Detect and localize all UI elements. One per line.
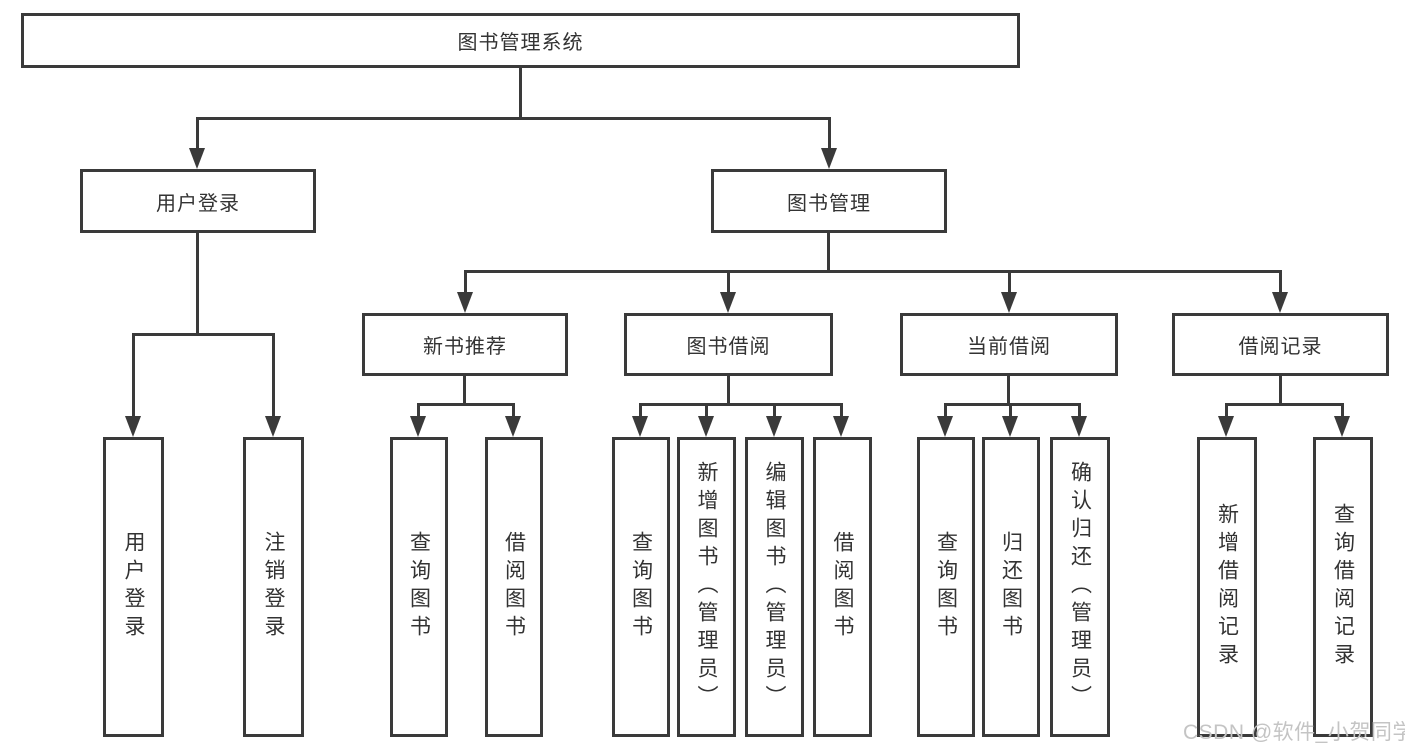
- arrow-down-icon: [1001, 292, 1017, 313]
- node-label: 新增图书（管理员）: [695, 461, 718, 713]
- arrow-down-icon: [505, 416, 521, 437]
- node-label: 图书管理: [787, 192, 871, 215]
- arrow-down-icon: [937, 416, 953, 437]
- node-label: 查询借阅记录: [1331, 503, 1355, 671]
- node-label: 归还图书: [999, 531, 1023, 643]
- arrow-down-icon: [189, 148, 205, 169]
- arrow-down-icon: [632, 416, 648, 437]
- node-leaf-logout: 注销登录: [243, 437, 304, 737]
- node-leaf-edit-books-admin: 编辑图书（管理员）: [745, 437, 804, 737]
- node-leaf-query-borrow-record: 查询借阅记录: [1313, 437, 1373, 737]
- node-label: 图书借阅: [686, 336, 771, 358]
- arrow-down-icon: [1218, 416, 1234, 437]
- node-user-login-branch: 用户登录: [80, 169, 316, 233]
- node-leaf-query-books-recommend: 查询图书: [390, 437, 448, 737]
- arrow-down-icon: [720, 292, 736, 313]
- node-label: 查询图书: [934, 531, 958, 643]
- node-library-management-system: 图书管理系统: [21, 13, 1020, 68]
- node-leaf-add-books-admin: 新增图书（管理员）: [677, 437, 736, 737]
- node-label: 用户登录: [156, 192, 240, 215]
- csdn-watermark: CSDN @软件_小贺同学: [1183, 721, 1405, 744]
- node-book-borrowing: 图书借阅: [624, 313, 833, 376]
- node-book-management: 图书管理: [711, 169, 947, 233]
- arrow-down-icon: [1272, 292, 1288, 313]
- node-label: 注销登录: [262, 531, 285, 643]
- arrow-down-icon: [410, 416, 426, 437]
- arrow-down-icon: [766, 416, 782, 437]
- node-borrowing-records: 借阅记录: [1172, 313, 1389, 376]
- arrow-down-icon: [698, 416, 714, 437]
- arrow-down-icon: [833, 416, 849, 437]
- node-leaf-confirm-return-admin: 确认归还（管理员）: [1050, 437, 1110, 737]
- arrow-down-icon: [1334, 416, 1350, 437]
- node-leaf-query-books-borrowing: 查询图书: [612, 437, 670, 737]
- node-label: 当前借阅: [967, 336, 1051, 358]
- node-leaf-user-login: 用户登录: [103, 437, 164, 737]
- node-leaf-query-books-current: 查询图书: [917, 437, 975, 737]
- arrow-down-icon: [1071, 416, 1087, 437]
- node-leaf-borrow-books-recommend: 借阅图书: [485, 437, 543, 737]
- arrow-down-icon: [1002, 416, 1018, 437]
- arrow-down-icon: [125, 416, 141, 437]
- node-leaf-borrow-books-borrowing: 借阅图书: [813, 437, 872, 737]
- node-label: 用户登录: [122, 531, 145, 643]
- node-leaf-add-borrow-record: 新增借阅记录: [1197, 437, 1257, 737]
- arrow-down-icon: [265, 416, 281, 437]
- node-label: 借阅记录: [1238, 336, 1323, 358]
- node-label: 确认归还（管理员）: [1068, 461, 1092, 713]
- node-label: 新增借阅记录: [1215, 503, 1239, 671]
- node-label: 查询图书: [629, 531, 653, 643]
- node-label: 查询图书: [407, 531, 431, 643]
- node-current-borrowing: 当前借阅: [900, 313, 1118, 376]
- arrow-down-icon: [821, 148, 837, 169]
- node-leaf-return-books: 归还图书: [982, 437, 1040, 737]
- node-label: 新书推荐: [423, 336, 507, 358]
- node-new-book-recommend: 新书推荐: [362, 313, 568, 376]
- node-label: 借阅图书: [831, 531, 854, 643]
- node-label: 编辑图书（管理员）: [763, 461, 786, 713]
- node-label: 借阅图书: [502, 531, 526, 643]
- arrow-down-icon: [457, 292, 473, 313]
- node-label: 图书管理系统: [457, 32, 584, 54]
